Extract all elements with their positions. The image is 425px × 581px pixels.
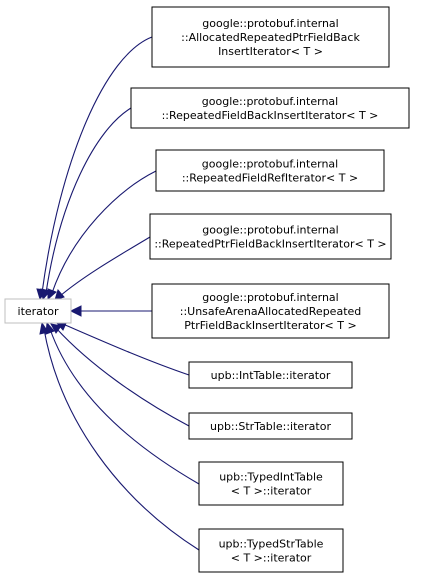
inheritance-edge-upb-int-table-iterator [62, 323, 190, 376]
class-node-upb-typed-str-table-iterator[interactable]: upb::TypedStrTable< T >::iterator [198, 528, 344, 573]
class-node-label-line: ::AllocatedRepeatedPtrFieldBack [181, 31, 360, 44]
class-node-label-line: upb::TypedIntTable [219, 471, 323, 484]
inheritance-arrowhead [50, 323, 62, 334]
inheritance-edge-repeated-ptr-field-back-insert-iterator [59, 236, 151, 297]
inheritance-arrowhead [69, 305, 82, 317]
class-node-upb-int-table-iterator[interactable]: upb::IntTable::iterator [188, 361, 353, 389]
class-node-label-line: google::protobuf.internal [202, 224, 338, 237]
root-node-label: iterator [18, 305, 59, 318]
class-node-allocated-repeated-ptr-field-back-insert-iterator[interactable]: google::protobuf.internal::AllocatedRepe… [151, 6, 390, 68]
class-node-box [151, 283, 390, 339]
class-node-label-line: ::RepeatedFieldBackInsertIterator< T > [162, 109, 379, 122]
class-node-box [151, 6, 390, 68]
class-node-unsafe-arena-allocated-repeated-ptr-field-back-insert-iterator[interactable]: google::protobuf.internal::UnsafeArenaAl… [151, 283, 390, 339]
class-node-repeated-field-ref-iterator[interactable]: google::protobuf.internal::RepeatedField… [155, 149, 385, 192]
inheritance-edge-upb-typed-str-table-iterator [43, 328, 200, 551]
class-node-label-line: ::RepeatedPtrFieldBackInsertIterator< T … [154, 238, 386, 251]
root-node-iterator[interactable]: iterator [4, 298, 72, 324]
class-node-label-line: PtrFieldBackInsertIterator< T > [184, 319, 356, 332]
class-node-box [149, 213, 392, 260]
class-node-repeated-field-back-insert-iterator[interactable]: google::protobuf.internal::RepeatedField… [130, 87, 410, 129]
class-node-box [155, 149, 385, 192]
class-node-repeated-ptr-field-back-insert-iterator[interactable]: google::protobuf.internal::RepeatedPtrFi… [149, 213, 392, 260]
class-node-box [198, 528, 344, 573]
inheritance-edge-upb-str-table-iterator [55, 327, 190, 427]
class-node-label-line: upb::StrTable::iterator [210, 420, 331, 433]
class-node-upb-str-table-iterator[interactable]: upb::StrTable::iterator [188, 412, 353, 440]
edge-layer [36, 36, 200, 551]
class-node-label-line: google::protobuf.internal [202, 291, 338, 304]
class-node-label-line: ::RepeatedFieldRefIterator< T > [182, 172, 358, 185]
class-node-label-line: upb::TypedStrTable [219, 538, 324, 551]
node-layer: google::protobuf.internal::AllocatedRepe… [130, 6, 410, 573]
class-node-box [198, 461, 344, 506]
class-node-upb-typed-int-table-iterator[interactable]: upb::TypedIntTable< T >::iterator [198, 461, 344, 506]
class-node-label-line: < T >::iterator [231, 552, 312, 565]
class-node-label-line: upb::IntTable::iterator [211, 369, 331, 382]
class-node-box [188, 412, 353, 440]
class-node-label-line: google::protobuf.internal [202, 158, 338, 171]
class-node-box [188, 361, 353, 389]
inheritance-arrowhead [39, 321, 49, 335]
inheritance-edge-repeated-field-back-insert-iterator [45, 107, 132, 294]
inheritance-arrowhead [47, 288, 57, 301]
class-node-label-line: InsertIterator< T > [218, 45, 323, 58]
class-node-label-line: google::protobuf.internal [202, 95, 338, 108]
class-node-label-line: ::UnsafeArenaAllocatedRepeated [180, 305, 362, 318]
inheritance-edge-allocated-repeated-ptr-field-back-insert-iterator [41, 36, 153, 294]
class-node-label-line: < T >::iterator [231, 485, 312, 498]
class-node-label-line: google::protobuf.internal [202, 17, 338, 30]
inheritance-edge-upb-typed-int-table-iterator [49, 328, 200, 485]
class-node-box [130, 87, 410, 129]
inheritance-edge-repeated-field-ref-iterator [51, 170, 157, 294]
